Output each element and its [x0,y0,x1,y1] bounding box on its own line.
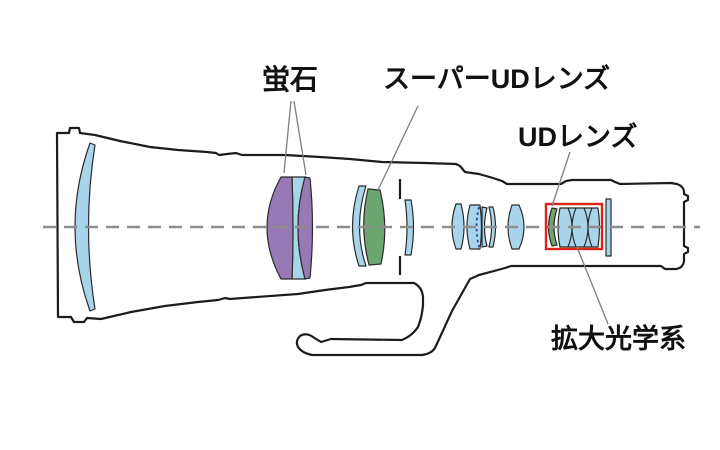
label-fluorite: 蛍石 [262,64,319,95]
label-magnifying-optics: 拡大光学系 [551,324,686,354]
leader-fluorite-left [283,100,292,174]
leader-ud [551,151,571,207]
leader-fluorite-right [293,100,307,176]
leader-super-ud [377,105,419,191]
leader-magnifying-optics [576,246,609,325]
label-super-ud-lens: スーパーUDレンズ [383,64,611,94]
mid-element-1 [451,203,465,250]
super-ud-element [363,188,386,266]
lens-body-outline [55,126,690,357]
rear-flat-plate [605,198,612,257]
label-ud-lens: UDレンズ [518,122,638,152]
leader-lines [283,100,609,325]
magnifying-optics-highlight-box [544,202,604,251]
